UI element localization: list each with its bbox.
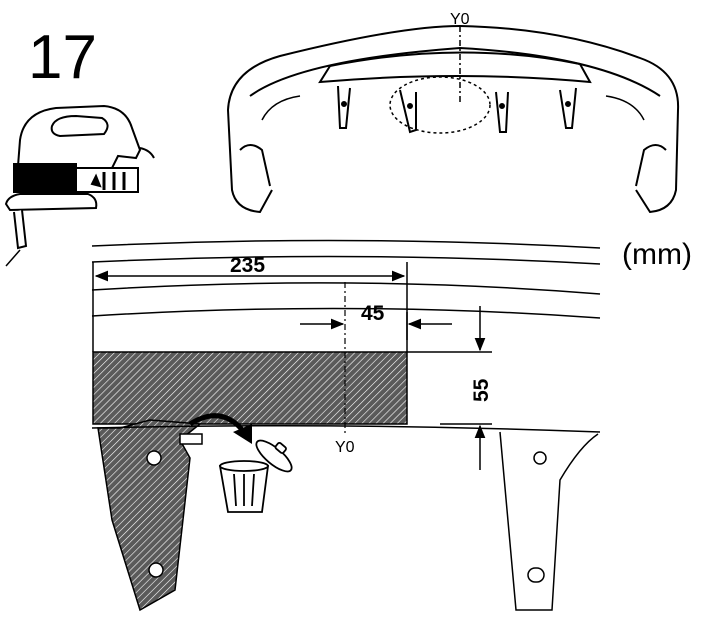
cut-area [92, 351, 408, 425]
jigsaw-icon [4, 104, 155, 267]
step-number: 17 [28, 23, 97, 92]
bumper-edge-lines [91, 239, 601, 319]
right-bracket [499, 431, 599, 611]
bumper-overview [227, 24, 680, 214]
discard-arrow-icon [188, 413, 252, 444]
axis-label-top: Y0 [450, 11, 470, 28]
dimension-55-label: 55 [470, 378, 493, 402]
unit-label: (mm) [622, 238, 692, 271]
left-bracket-hole-lower [148, 562, 164, 578]
left-bracket-removed [97, 419, 202, 612]
dimension-235-label: 235 [230, 254, 265, 277]
left-bracket-hole-upper [146, 450, 162, 466]
right-bracket-hole [533, 451, 547, 465]
trash-bin-icon [218, 439, 293, 513]
right-bracket-slot [527, 567, 545, 583]
dimension-45 [300, 312, 452, 340]
bumper-lower-edge [91, 425, 601, 433]
cut-tab [179, 433, 203, 445]
axis-label-bottom: Y0 [335, 439, 355, 456]
dimension-55 [407, 306, 492, 470]
dimension-45-label: 45 [361, 302, 385, 325]
